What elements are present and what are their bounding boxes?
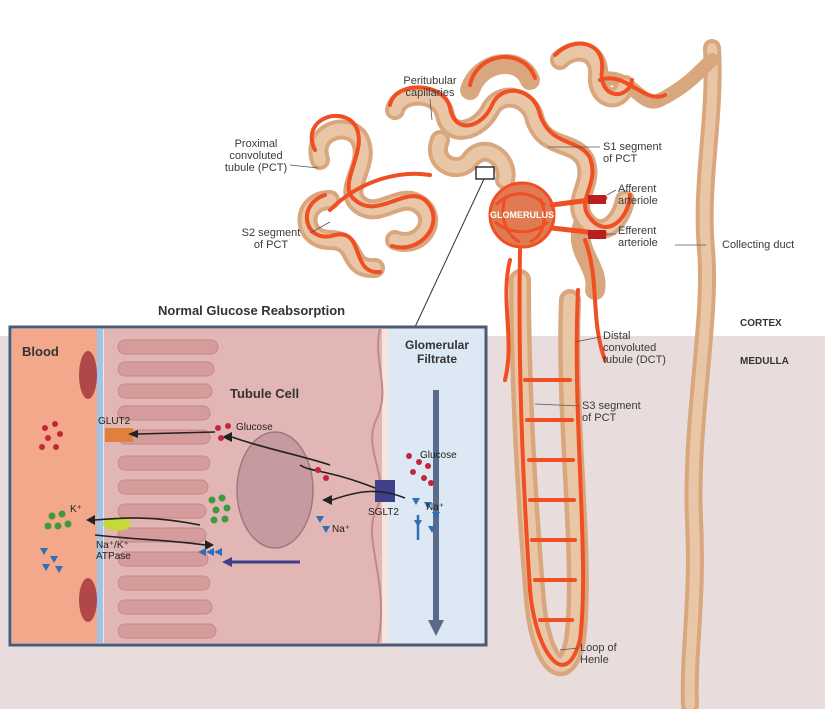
glut2-transporter — [105, 428, 133, 442]
label-na-filtrate: Na⁺ — [426, 502, 444, 513]
label-glomerulus: GLOMERULUS — [472, 209, 572, 221]
label-efferent-arteriole: Efferent arteriole — [618, 225, 688, 249]
label-glut2: GLUT2 — [98, 416, 130, 427]
label-s3-segment: S3 segment of PCT — [582, 400, 662, 424]
label-collecting-duct: Collecting duct — [722, 239, 822, 251]
label-na-k-atpase: Na⁺/K⁺ ATPase — [96, 540, 131, 562]
label-s2-segment: S2 segment of PCT — [228, 227, 314, 251]
inset-pointer-box — [476, 167, 494, 179]
zone-cortex: CORTEX — [740, 318, 782, 329]
label-glomerular-filtrate: Glomerular Filtrate — [390, 338, 484, 366]
zone-medulla: MEDULLA — [740, 356, 789, 367]
label-proximal-convoluted-tubule: Proximal convoluted tubule (PCT) — [218, 138, 294, 174]
label-sglt2: SGLT2 — [368, 507, 399, 518]
label-s1-segment: S1 segment of PCT — [603, 141, 683, 165]
glucose-reabsorption-inset — [10, 327, 486, 645]
label-peritubular-capillaries: Peritubular capillaries — [382, 75, 478, 99]
label-blood: Blood — [22, 344, 59, 359]
label-loop-of-henle: Loop of Henle — [580, 642, 640, 666]
label-afferent-arteriole: Afferent arteriole — [618, 183, 688, 207]
label-na-cell: Na⁺ — [332, 524, 350, 535]
label-tubule-cell: Tubule Cell — [230, 386, 299, 401]
label-potassium: K⁺ — [70, 504, 82, 515]
label-glucose-filtrate: Glucose — [420, 450, 457, 461]
label-glucose-cell: Glucose — [236, 422, 273, 433]
inset-title: Normal Glucose Reabsorption — [158, 303, 345, 318]
label-distal-convoluted-tubule: Distal convoluted tubule (DCT) — [603, 330, 679, 366]
